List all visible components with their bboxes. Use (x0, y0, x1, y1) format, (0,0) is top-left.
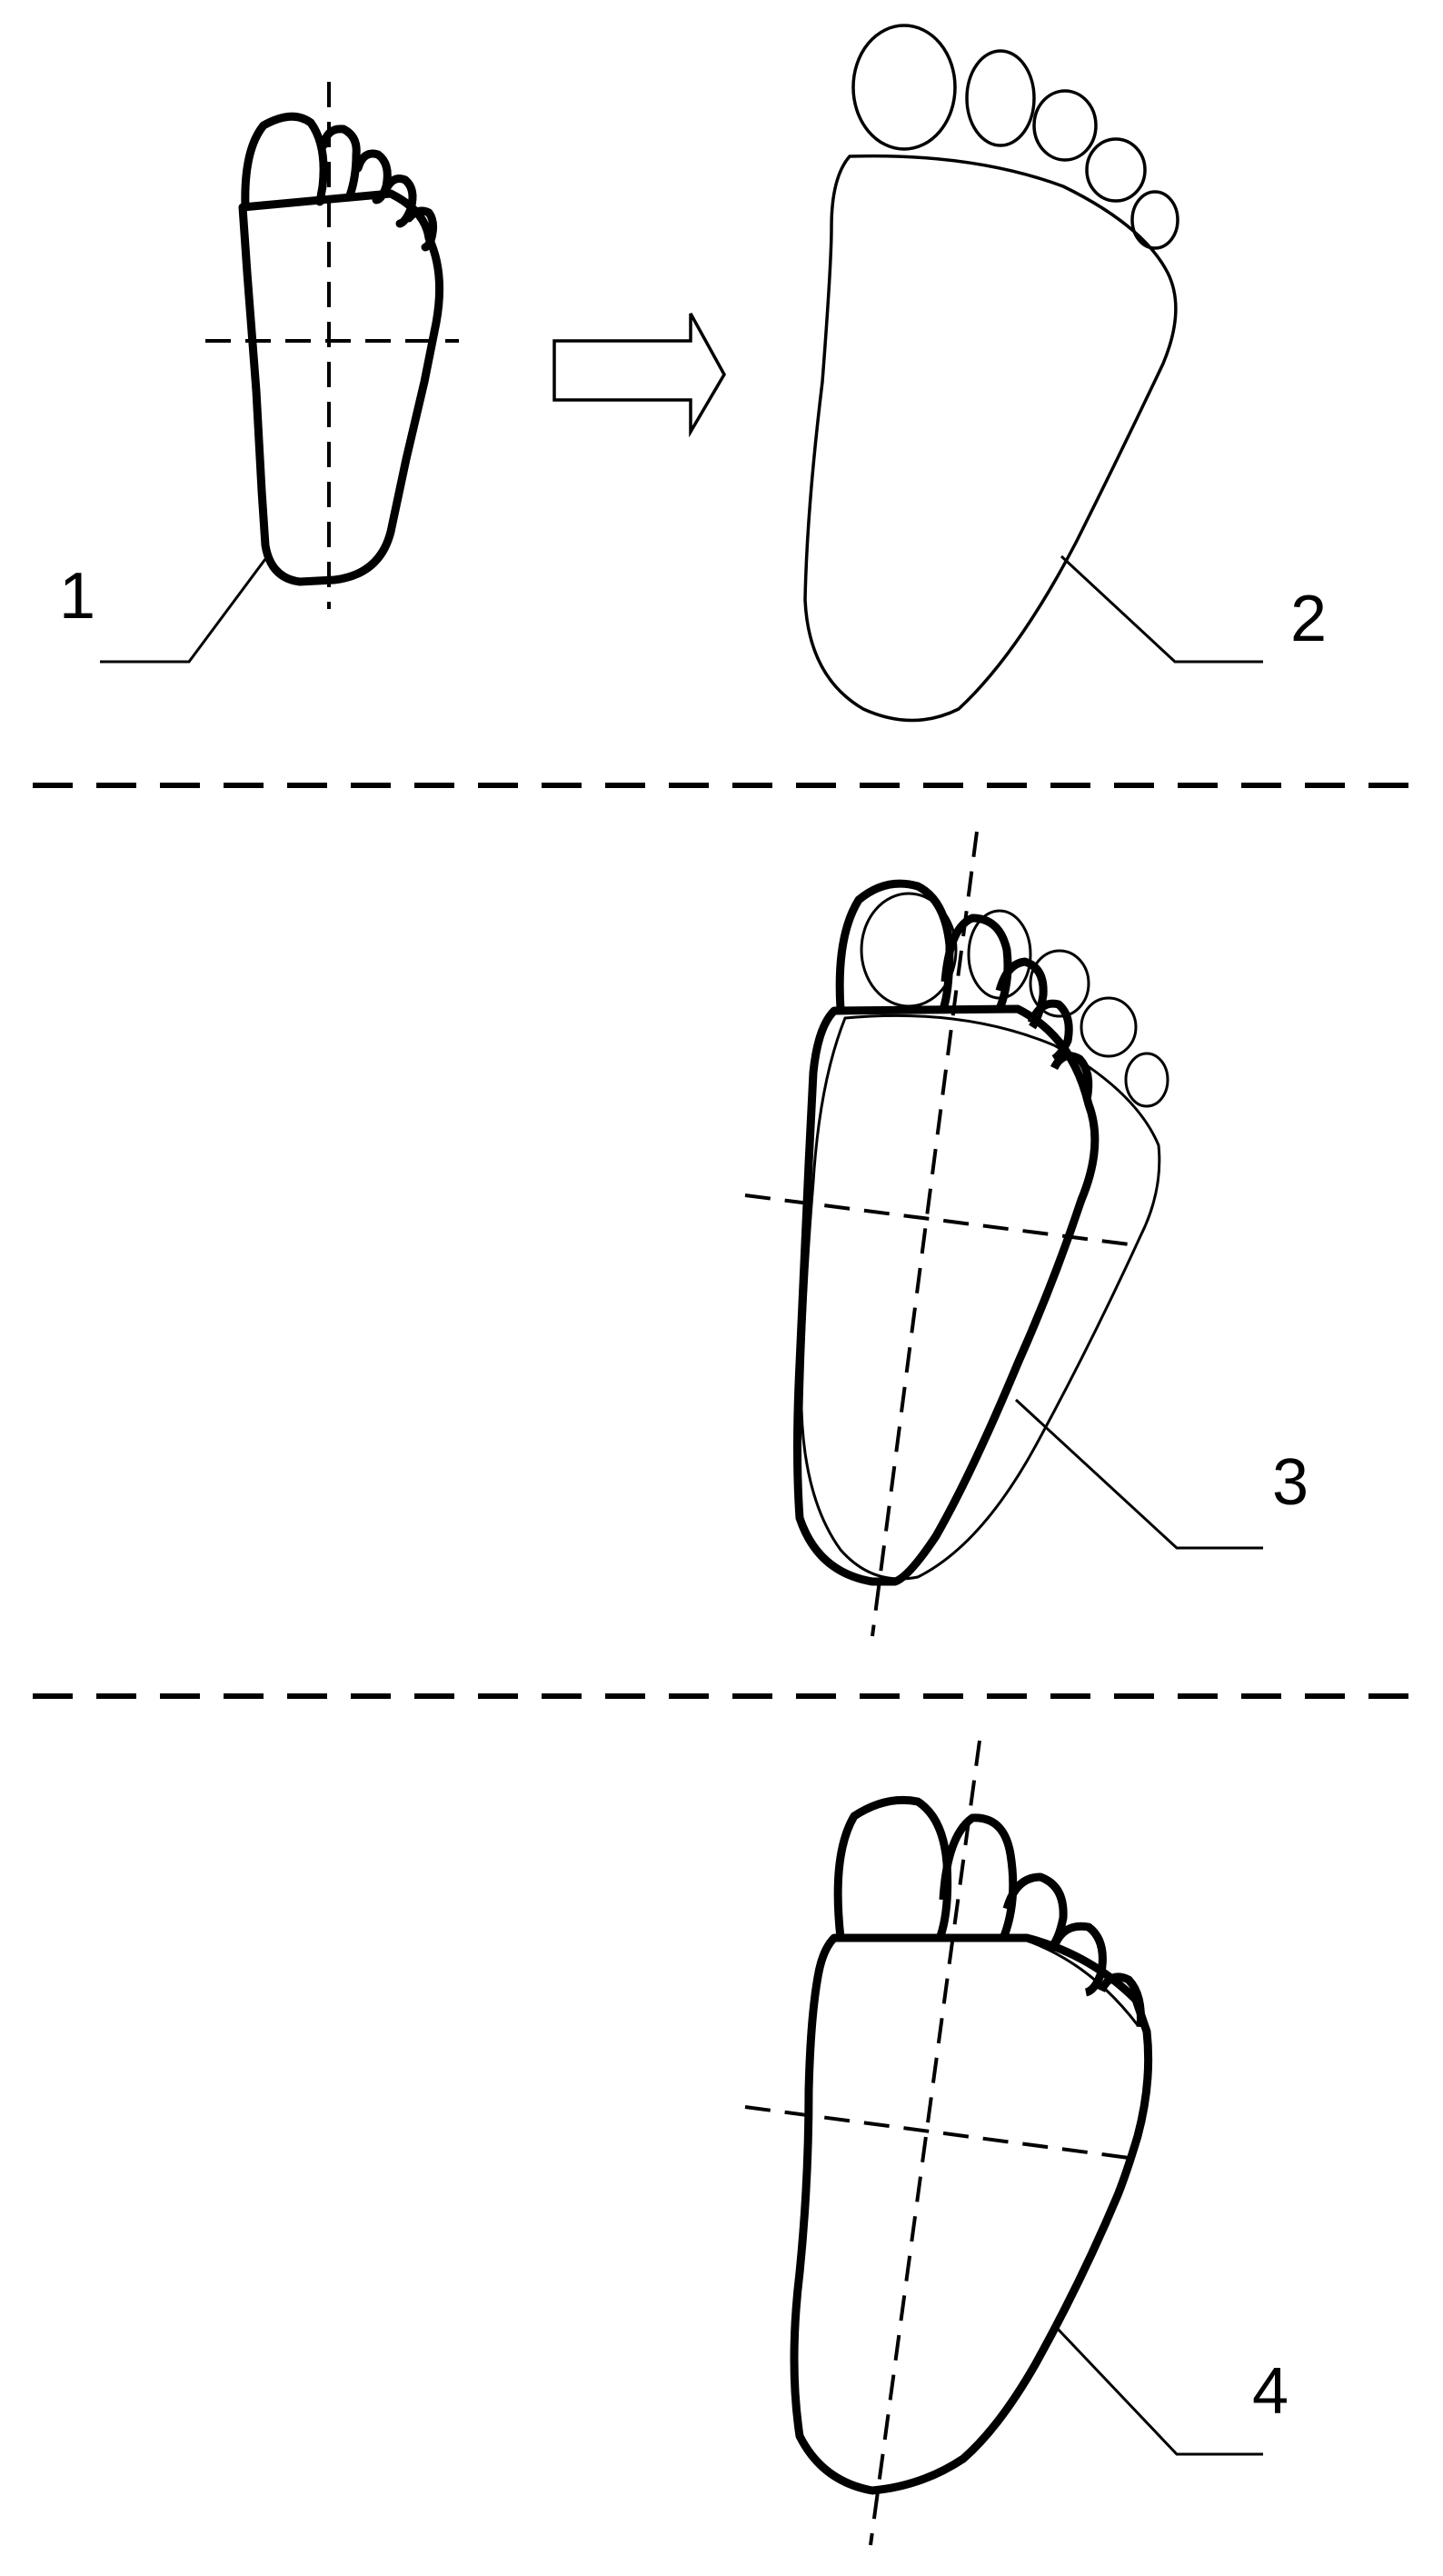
final-foot-outline (790, 1795, 1153, 2495)
thick-foot-sole (793, 1004, 1100, 1586)
large-foot-toe-4 (1085, 137, 1147, 203)
small-foot-crosshair (205, 82, 459, 609)
small-foot-toe-5 (404, 206, 438, 252)
leader-line-2 (1060, 554, 1263, 664)
leader-line-3 (1014, 1398, 1263, 1550)
label-3: 3 (1272, 1446, 1309, 1519)
leader-line-1 (100, 558, 267, 664)
small-foot-outline (238, 112, 444, 586)
final-foot-toe-4 (1050, 1922, 1107, 1997)
thin-foot-toe-5 (1124, 1052, 1169, 1108)
small-foot-sole (238, 189, 444, 586)
overlay-thick-foot (793, 879, 1100, 1586)
bottom-crosshair (744, 1740, 1137, 2546)
label-4: 4 (1252, 2355, 1289, 2428)
thick-foot-big-toe (835, 879, 954, 1011)
large-foot-toe-5 (1130, 190, 1179, 250)
thick-foot-toe-4 (1027, 999, 1073, 1063)
small-foot-toe-3 (353, 149, 392, 205)
final-foot-big-toe (833, 1795, 952, 1939)
final-foot-sole (790, 1933, 1153, 2495)
large-foot-outline (803, 24, 1179, 723)
label-1: 1 (59, 560, 95, 633)
overlay-thin-foot (800, 892, 1169, 1581)
thin-foot-sole (800, 1013, 1161, 1581)
panel-middle: 3 (744, 831, 1309, 1637)
large-foot-toe-2 (965, 49, 1036, 147)
bottom-long-axis (869, 1740, 981, 2546)
label-2: 2 (1290, 583, 1327, 655)
large-foot-big-toe (851, 24, 957, 151)
bottom-cross-axis (744, 2105, 1137, 2161)
middle-crosshair (744, 831, 1137, 1637)
middle-cross-axis (744, 1193, 1137, 1247)
large-foot-sole (803, 154, 1178, 723)
small-foot-big-toe (241, 112, 328, 212)
thick-foot-toe-5 (1050, 1052, 1093, 1101)
middle-long-axis (871, 831, 979, 1637)
large-foot-toe-3 (1032, 89, 1098, 162)
leader-line-4 (1054, 2325, 1263, 2456)
final-foot-toe-5 (1097, 1972, 1145, 2028)
panel-bottom: 4 (744, 1740, 1289, 2546)
final-foot-inner-sole-line (833, 1935, 1139, 2026)
panel-top: 1 2 (59, 24, 1327, 723)
thin-foot-toe-3 (1029, 949, 1090, 1018)
thin-foot-toe-4 (1080, 996, 1138, 1058)
right-arrow-icon (552, 313, 727, 438)
